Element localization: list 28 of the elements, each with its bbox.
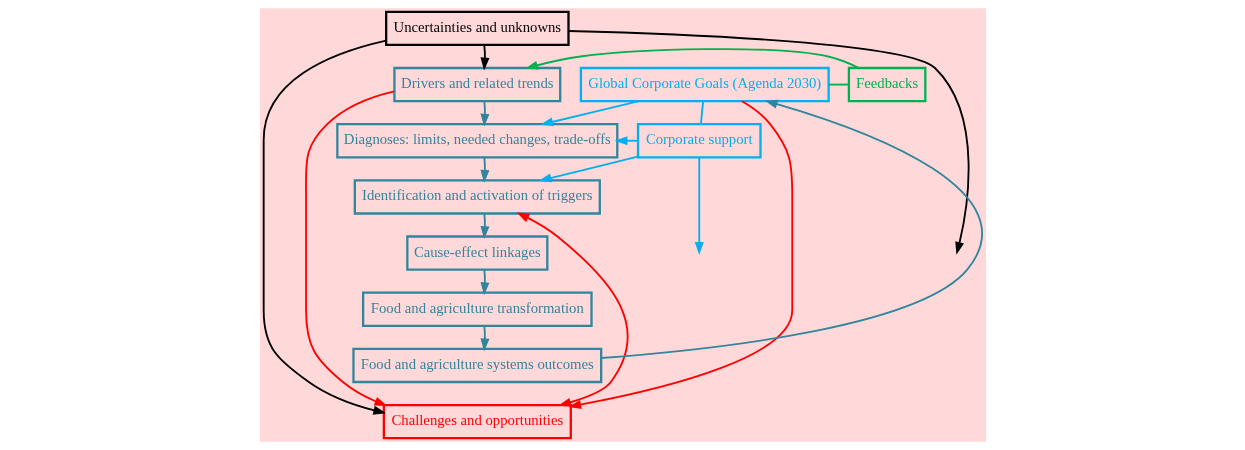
arrow	[479, 100, 489, 127]
connector	[827, 83, 850, 86]
arrow	[515, 212, 628, 407]
node-box: Global Corporate Goals (Agenda 2030)	[579, 66, 830, 103]
node-box: Food and agriculture transformation	[361, 291, 593, 327]
node-box: Diagnoses: limits, needed changes, trade-offs	[335, 123, 618, 159]
arrow	[539, 100, 640, 127]
node-box: Uncertainties and unknowns	[384, 10, 570, 47]
arrow	[262, 39, 387, 415]
arrow	[599, 99, 983, 359]
connector	[699, 100, 704, 125]
arrow	[479, 156, 489, 183]
node-box: Cause-effect linkages	[405, 235, 548, 271]
node-box: Identification and activation of triggers	[353, 179, 601, 215]
arrow	[567, 100, 793, 409]
node-box: Corporate support	[636, 123, 762, 159]
arrow	[304, 90, 395, 406]
arrow	[538, 155, 639, 183]
arrow	[479, 44, 489, 71]
node-box: Challenges and opportunities	[382, 403, 572, 440]
node-box: Feedbacks	[847, 66, 926, 103]
arrow	[614, 136, 639, 146]
arrow	[479, 324, 489, 352]
arrow	[567, 30, 969, 255]
node-box: Food and agriculture systems outcomes	[351, 347, 602, 384]
node-box: Drivers and related trends	[392, 66, 561, 103]
arrow	[524, 48, 860, 70]
arrow	[694, 156, 704, 255]
